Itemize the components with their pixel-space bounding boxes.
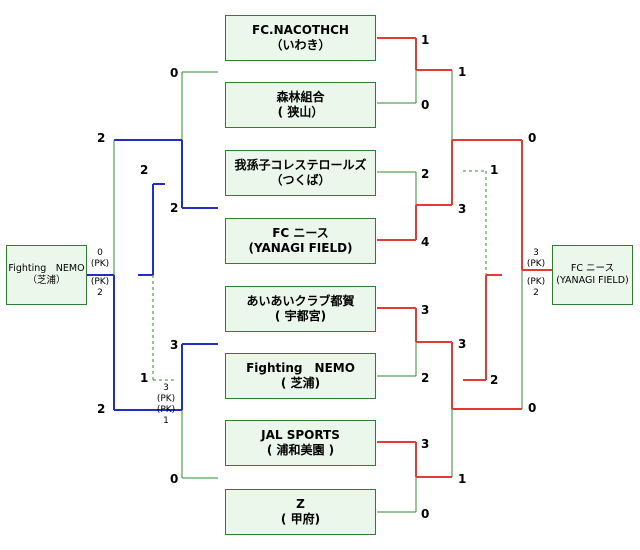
pk-value: 3 <box>163 383 169 393</box>
team-name: FC ニース <box>570 263 615 274</box>
pk-value: 2 <box>533 288 539 298</box>
team-name: JAL SPORTS <box>261 428 340 442</box>
team-box: JAL SPORTS ( 浦和美園 ) <box>225 420 376 466</box>
team-name: Z <box>296 497 305 511</box>
score: 1 <box>490 163 499 177</box>
right-round2-bottom <box>451 342 522 477</box>
team-name: 我孫子コレステロールズ <box>234 158 367 172</box>
score: 0 <box>528 401 537 415</box>
score: 3 <box>421 437 430 451</box>
score: 2 <box>97 402 106 416</box>
right-round1-match3 <box>377 307 452 377</box>
score: 2 <box>421 371 430 385</box>
score: 2 <box>140 163 149 177</box>
right-final <box>521 140 552 409</box>
score: 3 <box>458 337 467 351</box>
score: 2 <box>97 131 106 145</box>
left-lower <box>113 275 218 479</box>
pk-score: 3 (PK) <box>524 248 548 270</box>
team-place: (YANAGI FIELD) <box>248 241 353 255</box>
team-place: (YANAGI FIELD) <box>556 275 629 286</box>
team-box: FC.NACOTHCH （いわき） <box>225 15 376 61</box>
pk-label: (PK) <box>90 259 110 269</box>
pk-value: 3 <box>533 248 539 258</box>
score: 3 <box>170 338 179 352</box>
team-name: 森林組合 <box>276 90 325 104</box>
score: 0 <box>528 131 537 145</box>
right-semifinal <box>463 170 502 381</box>
score: 4 <box>421 235 430 249</box>
left-upper-semi <box>113 139 182 275</box>
right-round1-match2 <box>377 171 452 241</box>
team-box: 我孫子コレステロールズ （つくば） <box>225 150 376 196</box>
team-place: ( 宇都宮) <box>274 309 327 323</box>
pk-label: (PK) <box>156 394 176 404</box>
pk-value: 1 <box>163 416 169 426</box>
right-final-box: FC ニース (YANAGI FIELD) <box>552 245 633 305</box>
pk-value: 2 <box>97 288 103 298</box>
pk-score: 3 (PK) (PK) 1 <box>154 383 178 427</box>
pk-score: 0 (PK) <box>88 248 112 270</box>
team-place: ( 浦和美園 ) <box>266 443 335 457</box>
score: 2 <box>421 167 430 181</box>
score: 1 <box>458 472 467 486</box>
score: 0 <box>421 507 430 521</box>
left-round1-top <box>181 71 218 209</box>
team-name: FC.NACOTHCH <box>252 23 349 37</box>
score: 1 <box>458 65 467 79</box>
right-round2-top <box>451 70 522 205</box>
pk-label: (PK) <box>90 277 110 287</box>
score: 1 <box>140 371 149 385</box>
score: 0 <box>170 66 179 80</box>
team-name: FC ニース <box>272 226 329 240</box>
team-box: あいあいクラブ都賀 ( 宇都宮) <box>225 286 376 332</box>
score: 3 <box>458 202 467 216</box>
team-name: あいあいクラブ都賀 <box>246 294 355 308</box>
team-box: FC ニース (YANAGI FIELD) <box>225 218 376 264</box>
team-place: （芝浦） <box>27 275 66 286</box>
pk-label: (PK) <box>526 259 546 269</box>
team-box: Z ( 甲府) <box>225 489 376 535</box>
score: 1 <box>421 33 430 47</box>
team-place: （つくば） <box>270 173 331 187</box>
score: 3 <box>421 303 430 317</box>
right-round1-match1 <box>377 37 452 104</box>
pk-score: (PK) 2 <box>524 277 548 299</box>
team-name: Fighting NEMO <box>8 263 85 274</box>
score: 0 <box>421 98 430 112</box>
team-box: 森林組合 ( 狭山） <box>225 82 376 128</box>
pk-label: (PK) <box>526 277 546 287</box>
left-upper-mid <box>138 183 176 381</box>
pk-label: (PK) <box>156 405 176 415</box>
left-final-box: Fighting NEMO （芝浦） <box>6 245 87 305</box>
team-place: ( 芝浦) <box>280 376 321 390</box>
team-place: ( 狭山） <box>277 105 324 119</box>
score: 2 <box>170 201 179 215</box>
team-name: Fighting NEMO <box>246 361 355 375</box>
score: 2 <box>490 373 499 387</box>
pk-score: (PK) 2 <box>88 277 112 299</box>
team-place: （いわき） <box>270 38 331 52</box>
pk-value: 0 <box>97 248 103 258</box>
team-place: ( 甲府) <box>280 512 321 526</box>
right-round1-match4 <box>377 441 452 513</box>
score: 0 <box>170 472 179 486</box>
team-box: Fighting NEMO ( 芝浦) <box>225 353 376 399</box>
